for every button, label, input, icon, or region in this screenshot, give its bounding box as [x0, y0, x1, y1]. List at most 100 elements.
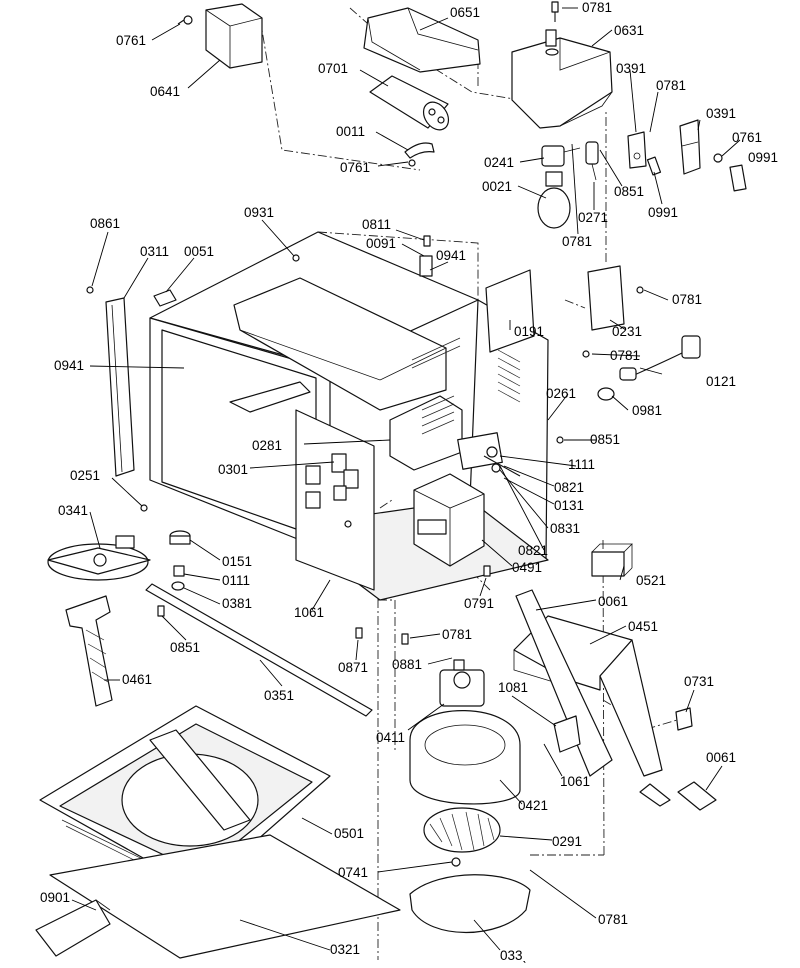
- label-0741: 0741: [338, 865, 368, 880]
- label-1081: 1081: [498, 680, 528, 695]
- label-0421: 0421: [518, 798, 548, 813]
- lamp-0021: [537, 171, 571, 229]
- noise-filter-0981: [597, 387, 615, 401]
- screw-0781-right: [582, 286, 644, 358]
- label-0941: 0941: [54, 358, 84, 373]
- capacitor-0701: [369, 75, 450, 131]
- label-0831: 0831: [550, 521, 580, 536]
- fan-blade-0291: [423, 807, 501, 853]
- plate-0231: [587, 265, 625, 331]
- label-0351: 0351: [264, 688, 294, 703]
- label-0011: 0011: [336, 124, 365, 139]
- power-cord-0121: [619, 335, 701, 381]
- plate-0191: [485, 269, 535, 353]
- label-0191: 0191: [514, 324, 544, 339]
- label-0631: 0631: [614, 23, 644, 38]
- sheet-0321: [49, 834, 401, 959]
- label-0761: 0761: [732, 130, 762, 145]
- label-1111: 1111: [568, 457, 595, 472]
- label-0791: 0791: [464, 596, 494, 611]
- label-0781: 0781: [598, 912, 628, 927]
- cover-0651: [363, 7, 481, 73]
- label-0341: 0341: [58, 503, 88, 518]
- side-rail-0311: [105, 297, 135, 477]
- label-0251: 0251: [70, 468, 100, 483]
- label-0051: 0051: [184, 244, 214, 259]
- label-0781: 0781: [442, 627, 472, 642]
- label-0151: 0151: [222, 554, 252, 569]
- rail-0351: [145, 583, 373, 717]
- diode-0831: [483, 455, 521, 477]
- label-0281: 0281: [252, 438, 282, 453]
- latch-board-1111: [457, 432, 503, 473]
- label-0901: 0901: [40, 890, 70, 905]
- label-0781: 0781: [672, 292, 702, 307]
- duct-cover-0331: [409, 874, 531, 933]
- label-0851: 0851: [590, 432, 620, 447]
- label-0291: 0291: [552, 834, 582, 849]
- nut-0741: [451, 857, 461, 867]
- switch-bracket-0391-b: [679, 119, 701, 175]
- bracket-0641: [205, 3, 263, 69]
- label-0111: 0111: [222, 573, 250, 588]
- label-0781: 0781: [562, 234, 592, 249]
- label-0391: 0391: [706, 106, 736, 121]
- fuse-0991-b: [646, 156, 662, 176]
- label-0651: 0651: [450, 5, 480, 20]
- label-0871: 0871: [338, 660, 368, 675]
- roller-0111-0381: [171, 565, 185, 591]
- fan-motor-0411: [439, 659, 485, 707]
- switch-bracket-0391: [627, 131, 647, 169]
- block-0051: [153, 289, 177, 307]
- fan-duct-0421: [409, 710, 521, 805]
- label-0781: 0781: [610, 348, 640, 363]
- label-0991: 0991: [648, 205, 678, 220]
- label-0381: 0381: [222, 596, 252, 611]
- coupler-0151: [169, 530, 191, 545]
- label-0461: 0461: [122, 672, 152, 687]
- label-0301: 0301: [218, 462, 248, 477]
- label-0641: 0641: [150, 84, 180, 99]
- label-0731: 0731: [684, 674, 714, 689]
- label-0271: 0271: [578, 210, 608, 225]
- leader-lines: [71, 7, 741, 951]
- small-screw-0761-c: [713, 153, 723, 163]
- thermostat-0091-0941: [419, 235, 433, 277]
- label-1061: 1061: [560, 774, 590, 789]
- label-0241: 0241: [484, 155, 514, 170]
- lamp-socket-0241: [541, 145, 581, 167]
- fuse-0991: [729, 164, 747, 192]
- label-0391: 0391: [616, 61, 646, 76]
- bracket-0631: [511, 29, 613, 129]
- label-0451: 0451: [628, 619, 658, 634]
- label-0491: 0491: [512, 560, 542, 575]
- label-0811: 0811: [362, 217, 391, 232]
- label-0941: 0941: [436, 248, 466, 263]
- stirrer-0341: [47, 535, 151, 581]
- label-0761: 0761: [340, 160, 370, 175]
- label-0231: 0231: [612, 324, 642, 339]
- label-0131: 0131: [554, 498, 584, 513]
- interlock-switches-0301: [331, 453, 359, 501]
- label-0331: 033ˎ: [500, 948, 527, 963]
- label-0931: 0931: [244, 205, 274, 220]
- label-0701: 0701: [318, 61, 348, 76]
- label-0821: 0821: [518, 543, 548, 558]
- label-0261: 0261: [546, 386, 576, 401]
- label-0411: 0411: [376, 730, 405, 745]
- label-0061: 0061: [706, 750, 736, 765]
- bracket-1081: [553, 715, 581, 753]
- relay-0521: [591, 543, 633, 577]
- air-duct-0451: [513, 589, 663, 777]
- label-0761: 0761: [116, 33, 146, 48]
- screw-0761-top: [177, 15, 193, 25]
- screw-0251: [140, 504, 148, 512]
- label-0991: 0991: [748, 150, 778, 165]
- label-1061: 1061: [294, 605, 324, 620]
- label-0981: 0981: [632, 403, 662, 418]
- label-0061: 0061: [598, 594, 628, 609]
- label-0821: 0821: [554, 480, 584, 495]
- label-0321: 0321: [330, 942, 360, 957]
- label-0311: 0311: [140, 244, 169, 259]
